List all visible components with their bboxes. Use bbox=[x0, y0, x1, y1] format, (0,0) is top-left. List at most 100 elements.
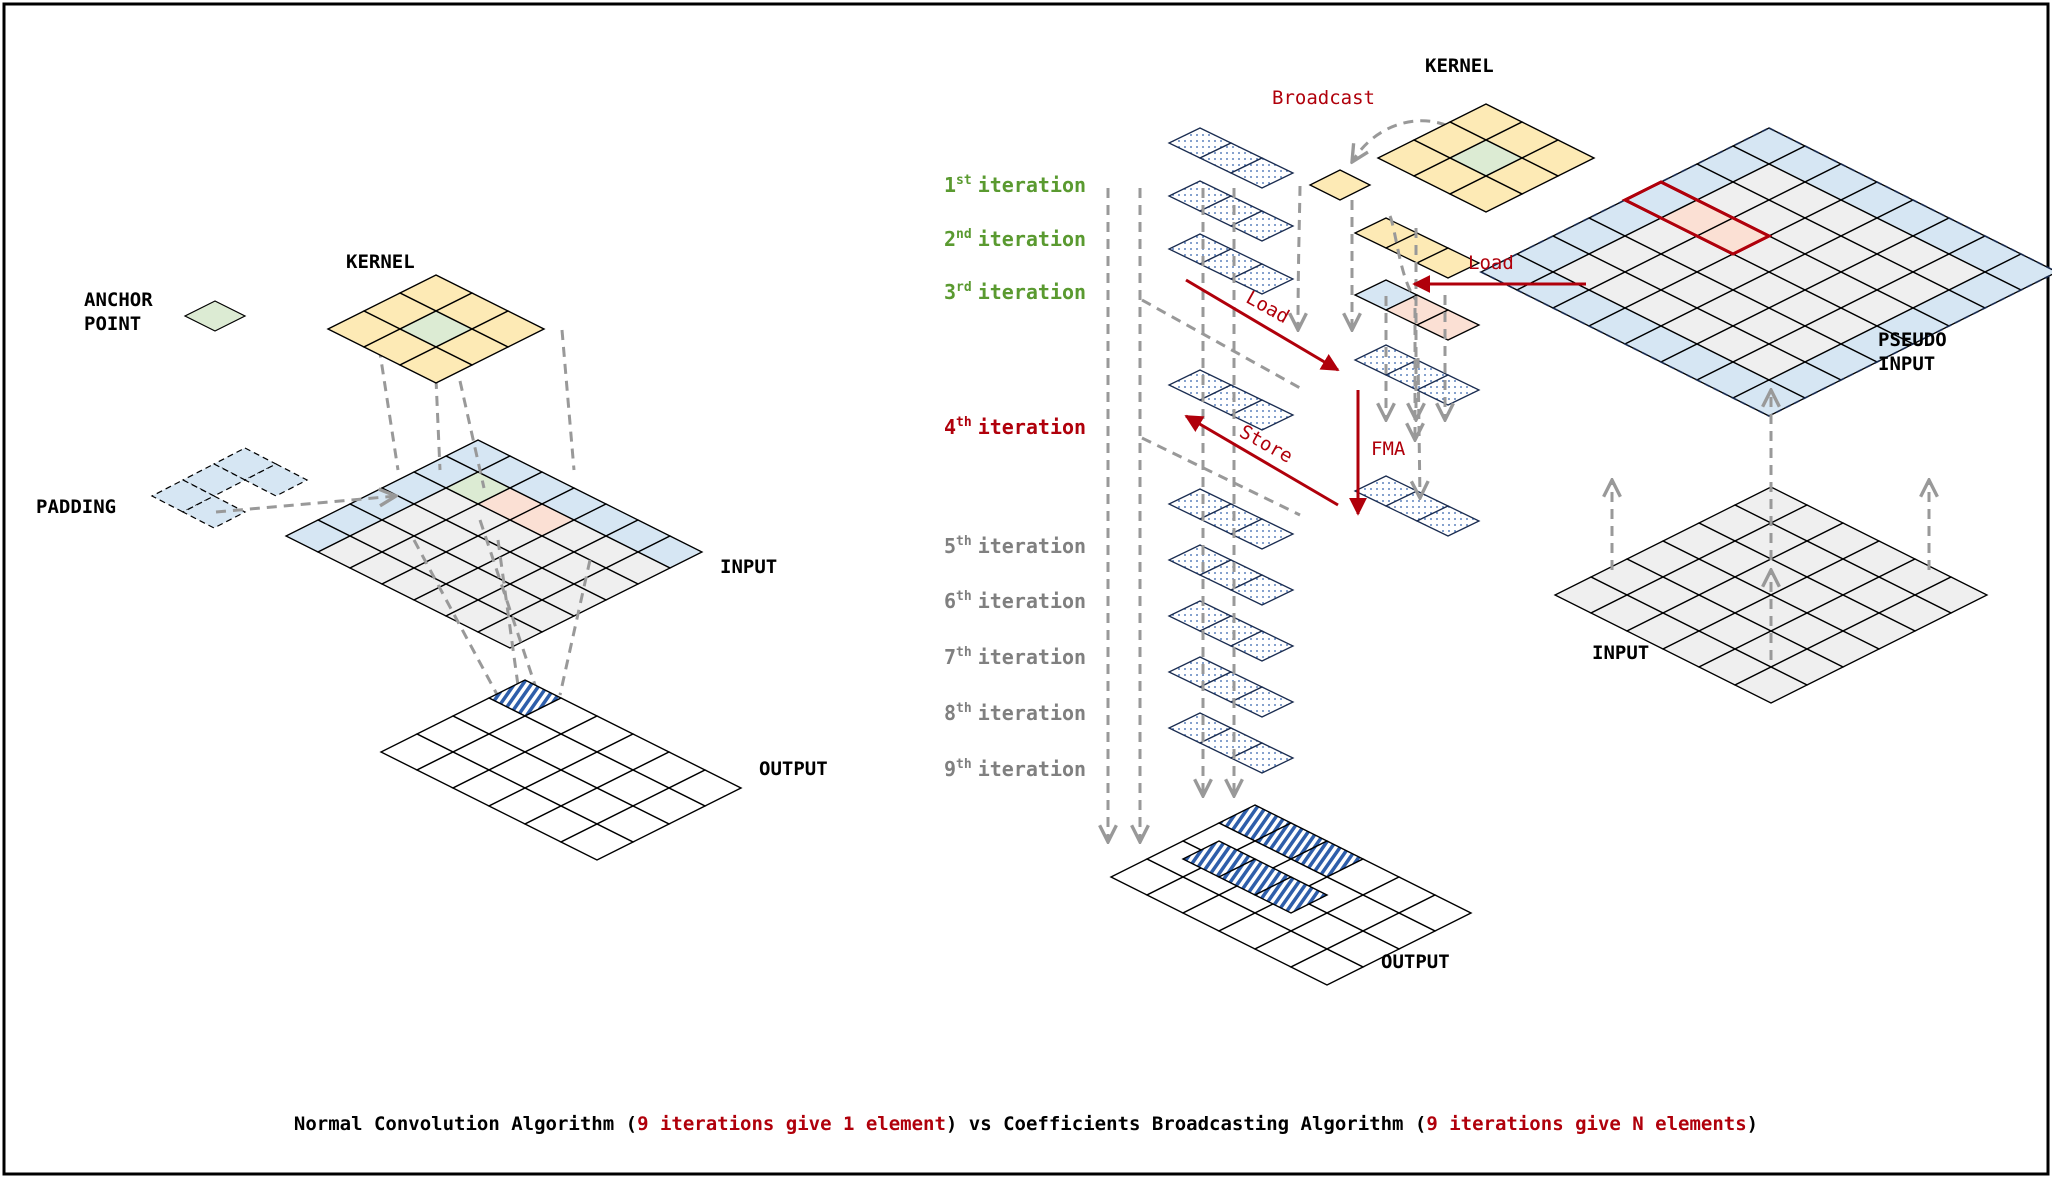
right-kernel-label: KERNEL bbox=[1425, 55, 1494, 77]
pseudo-input-load-frame bbox=[1621, 180, 1773, 256]
right-input-cell bbox=[1733, 666, 1809, 704]
anchor-point bbox=[183, 300, 247, 332]
left-input bbox=[284, 439, 704, 649]
padding-label: PADDING bbox=[36, 496, 116, 518]
iteration-strip-7 bbox=[1167, 600, 1295, 662]
iteration-sup: th bbox=[956, 534, 972, 549]
iteration-word: iteration bbox=[978, 701, 1086, 725]
iteration-word: iteration bbox=[978, 280, 1086, 304]
iteration-strip-1-cell bbox=[1229, 157, 1295, 189]
input-to-output-2 bbox=[496, 539, 522, 701]
iteration-strip-1 bbox=[1167, 127, 1295, 189]
right-output-result-cell bbox=[1253, 876, 1329, 914]
fma-label: FMA bbox=[1371, 438, 1406, 460]
iteration-label-4: 4th iteration bbox=[944, 415, 1086, 439]
right-input bbox=[1553, 486, 1989, 704]
iteration-strip-9 bbox=[1167, 712, 1295, 774]
iteration-strip-2-cell bbox=[1229, 210, 1295, 242]
load-pseudo-label: Load bbox=[1468, 252, 1514, 274]
right-output-result bbox=[1181, 840, 1329, 914]
buffer-guide-3 bbox=[1388, 215, 1418, 301]
iteration-num: 1 bbox=[944, 173, 956, 197]
kernel-row-buffer-cell bbox=[1415, 247, 1481, 279]
buffer-guide-1 bbox=[1298, 185, 1300, 330]
right-kernel-cell bbox=[1448, 175, 1524, 213]
iteration-sup: st bbox=[956, 173, 972, 188]
left-output-label: OUTPUT bbox=[759, 758, 828, 780]
pseudo-input-boundary bbox=[1479, 127, 2052, 417]
iteration-strip-2 bbox=[1167, 180, 1295, 242]
input-row-buffer-cell bbox=[1415, 309, 1481, 341]
left-output-cell bbox=[559, 823, 635, 861]
iteration-word: iteration bbox=[978, 534, 1086, 558]
caption-part5: ) bbox=[1747, 1113, 1758, 1135]
iteration-sup: th bbox=[956, 415, 972, 430]
anchor-label-line2: POINT bbox=[84, 313, 141, 335]
iteration-sup: th bbox=[956, 589, 972, 604]
kernel-row-buffer bbox=[1353, 217, 1481, 279]
left-kernel-label: KERNEL bbox=[346, 251, 415, 273]
iteration-strip-3 bbox=[1167, 233, 1295, 295]
caption-part1: Normal Convolution Algorithm ( bbox=[294, 1113, 637, 1135]
pseudo-input-line1: PSEUDO bbox=[1878, 329, 1947, 351]
iteration-word: iteration bbox=[978, 173, 1086, 197]
buffer-guide-8 bbox=[1418, 357, 1420, 498]
caption: Normal Convolution Algorithm ( 9 iteratio… bbox=[294, 1113, 1758, 1135]
pseudo-input-line2: INPUT bbox=[1878, 353, 1935, 375]
iteration-strip-3-cell bbox=[1229, 263, 1295, 295]
iteration-label-7: 7th iteration bbox=[944, 645, 1086, 669]
iteration-strip-7-cell bbox=[1229, 630, 1295, 662]
left-kernel-cell bbox=[398, 346, 474, 384]
iteration-sup: th bbox=[956, 701, 972, 716]
iteration-num: 6 bbox=[944, 589, 956, 613]
diagram-shapes bbox=[150, 103, 2052, 986]
caption-part3: ) vs Coefficients Broadcasting Algorithm… bbox=[946, 1113, 1426, 1135]
kernel-to-input-2 bbox=[434, 378, 442, 471]
iteration-sup: th bbox=[956, 645, 972, 660]
broadcast-label: Broadcast bbox=[1272, 87, 1375, 109]
left-kernel bbox=[326, 274, 546, 384]
iteration-word: iteration bbox=[978, 757, 1086, 781]
accum-buffer-store bbox=[1353, 475, 1481, 537]
anchor-point-cell bbox=[183, 300, 247, 332]
anchor-label-line1: ANCHOR bbox=[84, 289, 153, 311]
iteration-num: 4 bbox=[944, 415, 956, 439]
diag-guide-2 bbox=[1141, 436, 1301, 517]
caption-part4: 9 iterations give N elements bbox=[1426, 1113, 1746, 1135]
iteration-num: 2 bbox=[944, 227, 956, 251]
right-kernel bbox=[1376, 103, 1596, 213]
broadcast-coef bbox=[1308, 169, 1372, 201]
iteration-strip-9-cell bbox=[1229, 742, 1295, 774]
iteration-num: 3 bbox=[944, 280, 956, 304]
iteration-strip-4 bbox=[1167, 369, 1295, 431]
iteration-strip-6-cell bbox=[1229, 574, 1295, 606]
padding-sample-cell bbox=[243, 463, 309, 497]
padding-sample-cell bbox=[181, 495, 247, 529]
iteration-sup: nd bbox=[956, 227, 972, 242]
iteration-strip-4-cell bbox=[1229, 399, 1295, 431]
input-to-output-3 bbox=[478, 519, 542, 701]
diag-guide-1 bbox=[1141, 298, 1301, 390]
iteration-word: iteration bbox=[978, 645, 1086, 669]
right-output-label: OUTPUT bbox=[1381, 951, 1450, 973]
left-input-label: INPUT bbox=[720, 556, 777, 578]
iteration-label-1: 1st iteration bbox=[944, 173, 1086, 197]
padding-arrow bbox=[215, 496, 396, 514]
store-arrow bbox=[1184, 414, 1339, 507]
iteration-word: iteration bbox=[978, 415, 1086, 439]
padding-sample bbox=[150, 447, 309, 529]
iteration-strip-8 bbox=[1167, 656, 1295, 718]
iteration-num: 7 bbox=[944, 645, 956, 669]
accum-buffer-store-cell bbox=[1415, 505, 1481, 537]
iteration-strip-6 bbox=[1167, 544, 1295, 606]
